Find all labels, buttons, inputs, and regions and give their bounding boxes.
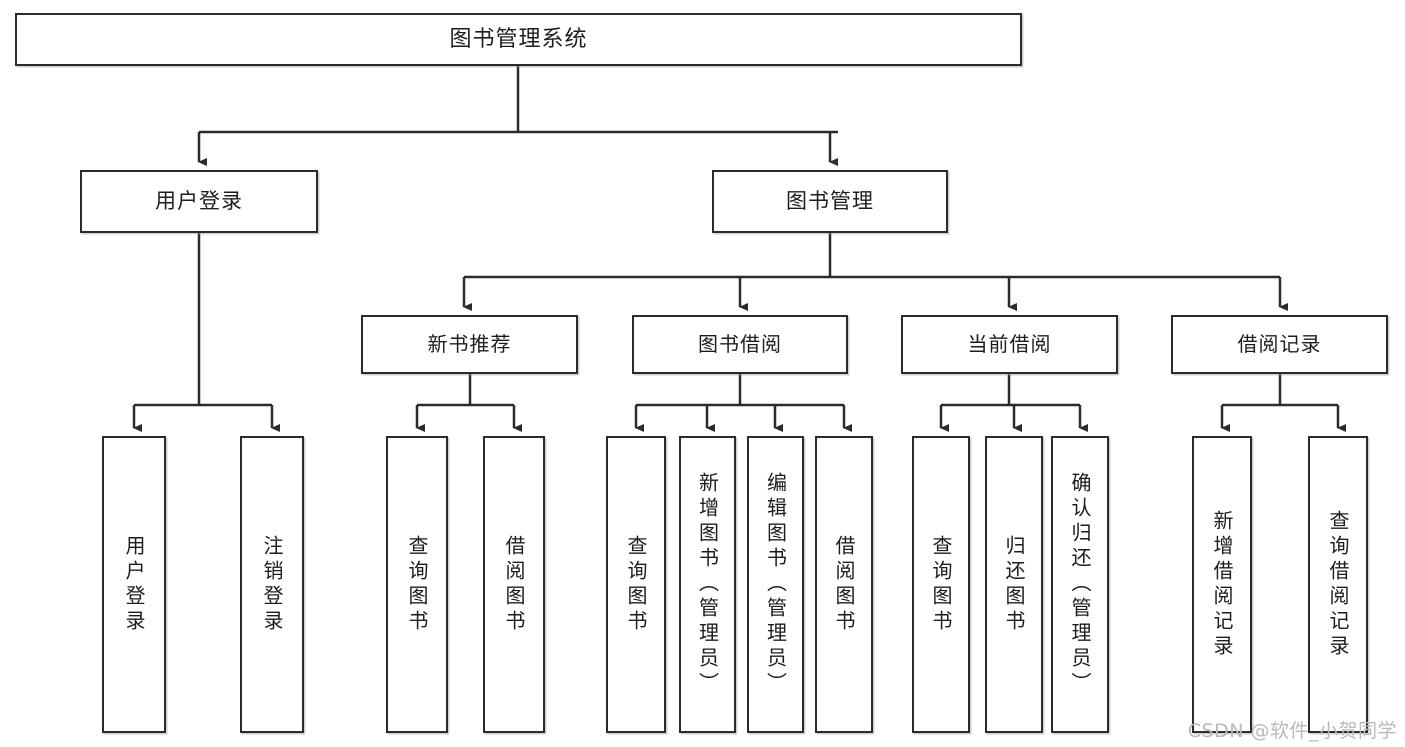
node-new-book-recommend[interactable]: 新书推荐 [361, 315, 578, 374]
leaf-label: 确认归还（管理员） [1068, 472, 1092, 697]
node-root[interactable]: 图书管理系统 [15, 13, 1022, 66]
leaf-user-login[interactable]: 用户登录 [102, 436, 166, 733]
leaf-return-book[interactable]: 归还图书 [985, 436, 1043, 733]
leaf-logout[interactable]: 注销登录 [240, 436, 304, 733]
leaf-label: 借阅图书 [502, 534, 526, 635]
node-label: 新书推荐 [427, 332, 512, 356]
node-label: 当前借阅 [967, 332, 1052, 356]
leaf-edit-book-admin[interactable]: 编辑图书（管理员） [747, 436, 804, 733]
leaf-query-book-current[interactable]: 查询图书 [912, 436, 970, 733]
node-label: 用户登录 [155, 189, 243, 214]
leaf-label: 查询图书 [929, 534, 953, 635]
leaf-add-book-admin[interactable]: 新增图书（管理员） [679, 436, 736, 733]
leaf-add-borrow-record[interactable]: 新增借阅记录 [1192, 436, 1252, 733]
leaf-borrow-book[interactable]: 借阅图书 [815, 436, 873, 733]
node-book-management[interactable]: 图书管理 [712, 170, 948, 233]
leaf-label: 新增图书（管理员） [695, 472, 720, 697]
watermark-text: CSDN @软件_小贺同学 [1187, 720, 1397, 742]
leaf-label: 查询图书 [405, 534, 429, 635]
leaf-confirm-return-admin[interactable]: 确认归还（管理员） [1051, 436, 1109, 733]
node-label: 图书借阅 [698, 332, 782, 356]
leaf-label: 查询图书 [624, 534, 648, 635]
leaf-query-book-recommend[interactable]: 查询图书 [386, 436, 448, 733]
node-current-borrow[interactable]: 当前借阅 [901, 315, 1118, 374]
node-user-login[interactable]: 用户登录 [80, 170, 318, 233]
leaf-label: 归还图书 [1002, 534, 1026, 635]
leaf-label: 新增借阅记录 [1210, 509, 1234, 660]
node-borrow-record[interactable]: 借阅记录 [1171, 315, 1388, 374]
node-label: 图书管理系统 [449, 26, 588, 52]
leaf-label: 借阅图书 [832, 534, 856, 635]
node-book-borrow[interactable]: 图书借阅 [632, 315, 848, 374]
leaf-label: 注销登录 [260, 534, 284, 635]
leaf-query-borrow-record[interactable]: 查询借阅记录 [1308, 436, 1368, 733]
leaf-label: 查询借阅记录 [1326, 509, 1350, 660]
leaf-label: 用户登录 [122, 534, 146, 635]
node-label: 图书管理 [786, 189, 874, 214]
leaf-query-book-borrow[interactable]: 查询图书 [606, 436, 666, 733]
node-label: 借阅记录 [1237, 332, 1322, 356]
leaf-label: 编辑图书（管理员） [763, 472, 788, 697]
leaf-borrow-book-recommend[interactable]: 借阅图书 [483, 436, 545, 733]
